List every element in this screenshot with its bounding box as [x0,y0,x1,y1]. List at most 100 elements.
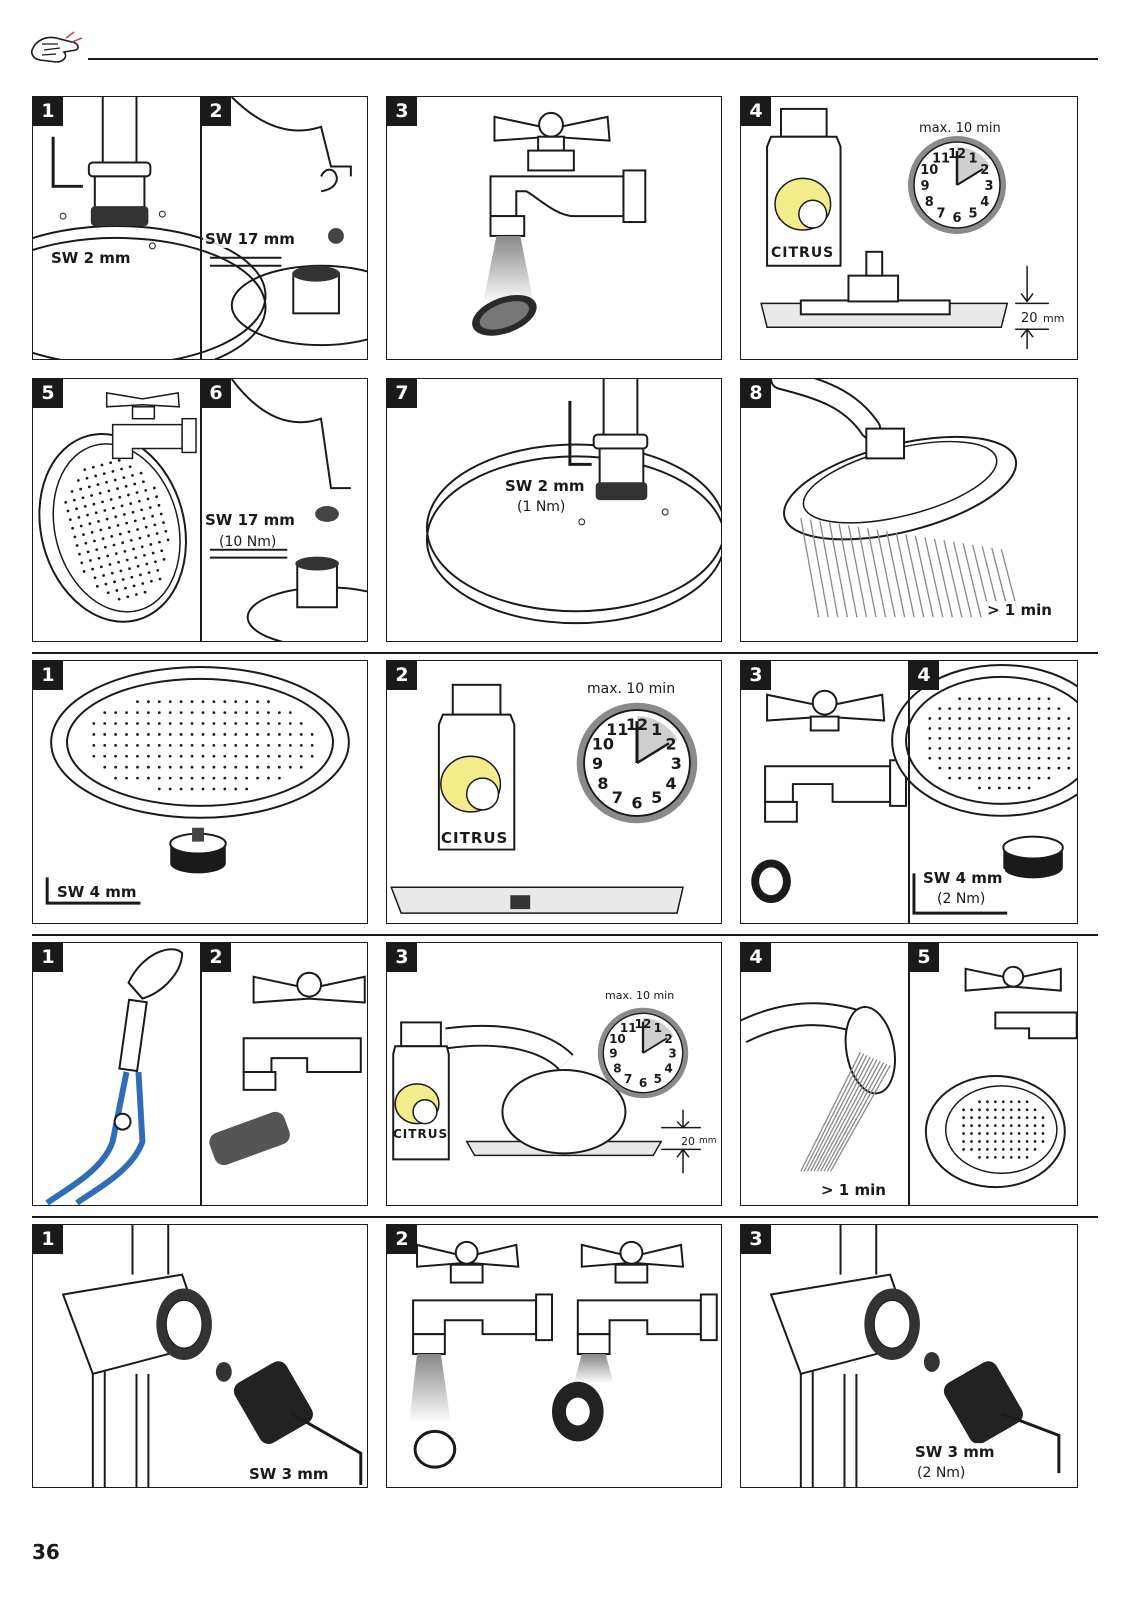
panel-divider [200,943,202,1205]
clock-number: 11 [606,720,628,739]
panel-row4-step-3: 3 CITRUS max. 10 min 20 mm 1212345678910… [386,942,722,1206]
duration-label: > 1 min [819,1181,888,1199]
step-number: 2 [387,1225,417,1254]
step-number: 1 [33,661,63,690]
step-number: 2 [201,97,231,126]
panel-row2-step-7: 7 SW 2 mm (1 Nm) [386,378,722,642]
clock-number: 10 [920,163,938,178]
panel-divider [200,379,202,641]
step-number: 1 [33,97,63,126]
duration-label: > 1 min [985,601,1054,619]
panel-row1-step-4: 4 CITRUS max. 10 min 20 mm 1212345678910… [740,96,1078,360]
hand-icon [31,31,83,63]
depth-unit: mm [699,1136,717,1146]
clock-number: 5 [654,1072,662,1086]
page-number: 36 [32,1540,60,1564]
clock-icon: 121234567891011 [908,136,1006,234]
section-divider [32,652,1098,654]
step-number: 2 [387,661,417,690]
wrench-size-label: SW 3 mm [247,1465,331,1483]
panel-row2-steps-5-6: 5 6 SW 17 mm (10 Nm) [32,378,368,642]
step-number: 3 [387,943,417,972]
step-number: 5 [909,943,939,972]
clock-number: 9 [592,754,603,773]
clock-number: 1 [651,720,662,739]
panel-divider [200,97,202,359]
citrus-bottle-label: CITRUS [441,829,509,847]
panel-row3-step-1: 1 SW 4 mm [32,660,368,924]
clock-number: 5 [968,207,977,222]
panel-row3-step-2: 2 CITRUS max. 10 min 121234567891011 [386,660,722,924]
torque-label: (10 Nm) [219,534,277,550]
clock-number: 8 [925,195,934,210]
citrus-soak-illustration [760,107,1049,350]
step-number: 3 [387,97,417,126]
clock-number: 6 [952,211,961,226]
clock-number: 11 [620,1021,637,1035]
panel-row5-step-1: 1 SW 3 mm [32,1224,368,1488]
clock-number: 9 [609,1047,617,1061]
step-number: 3 [741,661,771,690]
clock-number: 8 [613,1061,621,1075]
wrench-size-label: SW 4 mm [55,883,139,901]
citrus-bottle-label: CITRUS [393,1127,449,1141]
clock-number: 6 [639,1076,647,1090]
depth-value: 20 [1021,311,1038,326]
clock-number: 7 [612,788,623,807]
clock-number: 4 [664,1061,672,1075]
clock-number: 3 [984,179,993,194]
panel-divider [908,943,910,1205]
torque-label: (1 Nm) [517,499,566,515]
shower-head-nut-illustration [33,97,367,359]
clock-number: 4 [980,195,989,210]
clock-number: 1 [968,151,977,166]
diverter-remove-cartridge-illustration [61,1225,363,1487]
clock-number: 2 [666,734,677,753]
handshower-running-and-rinse-illustration [741,965,1077,1189]
panel-row3-steps-3-4: 3 4 SW 4 mm (2 Nm) [740,660,1078,924]
rinse-restrictor-and-reinstall-illustration [751,663,1077,915]
clock-number: 2 [980,163,989,178]
reattach-showerhead-illustration [426,379,721,625]
step-number: 7 [387,379,417,408]
faucet-rinse-strainer-illustration [472,111,647,336]
clock-number: 10 [609,1032,626,1046]
step-number: 4 [741,97,771,126]
pliers-remove-strainer-illustration [45,948,366,1205]
rinse-cartridge-and-strainer-illustration [409,1240,718,1469]
section-divider [32,1216,1098,1218]
clock-number: 3 [671,754,682,773]
torque-label: (2 Nm) [937,891,986,907]
torque-label: (2 Nm) [917,1465,966,1481]
panel-row2-step-8: 8 > 1 min [740,378,1078,642]
clock-number: 8 [597,774,608,793]
citrus-bottle-label: CITRUS [771,245,835,261]
panel-row5-step-3: 3 SW 3 mm (2 Nm) [740,1224,1078,1488]
clock-number: 11 [932,151,950,166]
step-number: 1 [33,1225,63,1254]
clock-number: 5 [651,788,662,807]
step-number: 2 [201,943,231,972]
panel-row4-steps-4-5: 4 5 > 1 min [740,942,1078,1206]
depth-value: 20 [681,1135,695,1148]
time-limit-label: max. 10 min [919,121,1001,136]
clock-number: 7 [936,207,945,222]
step-number: 1 [33,943,63,972]
clock-number: 1 [654,1021,662,1035]
clock-icon: 121234567891011 [576,702,698,824]
depth-unit: mm [1043,312,1065,325]
clock-number: 10 [592,734,614,753]
wrench-size-label: SW 3 mm [913,1443,997,1461]
citrus-soak-restrictor-illustration [390,683,684,914]
diverter-reinstall-cartridge-illustration [769,1225,1061,1487]
clock-number: 4 [666,774,677,793]
time-limit-label: max. 10 min [605,989,675,1002]
wrench-size-label: SW 4 mm [921,869,1005,887]
clock-number: 3 [668,1047,676,1061]
wrench-size-label: SW 17 mm [203,230,297,248]
panel-divider [908,661,910,923]
clock-number: 9 [920,179,929,194]
wrench-size-label: SW 2 mm [503,477,587,495]
showerhead-remove-flow-restrictor-illustration [45,665,350,905]
step-number: 6 [201,379,231,408]
